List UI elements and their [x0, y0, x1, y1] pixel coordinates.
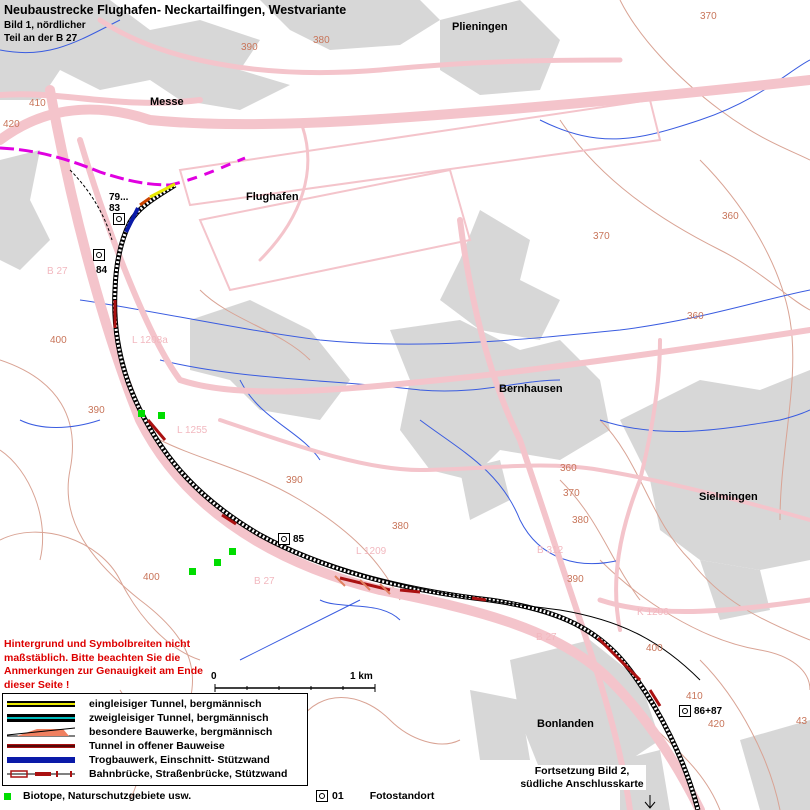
continuation-arrow	[644, 795, 656, 809]
special-structure-icon	[7, 727, 75, 736]
legend-label: Bahnbrücke, Straßenbrücke, Stützwand	[89, 767, 288, 780]
contour-label: 400	[646, 643, 663, 654]
legend-row: Tunnel in offener Bauweise	[7, 739, 225, 752]
biotope-legend-label: Biotope, Naturschutzgebiete usw.	[23, 790, 192, 802]
cut-and-cover-tunnel-icon	[7, 743, 75, 748]
biotope-marker	[138, 410, 145, 417]
legend-row: eingleisiger Tunnel, bergmännisch	[7, 697, 262, 710]
contour-label: 360	[722, 211, 739, 222]
place-flughafen: Flughafen	[246, 191, 299, 203]
biotope-marker	[229, 548, 236, 555]
photo-legend: 01 Fotostandort	[316, 790, 434, 802]
contour-label: 420	[708, 719, 725, 730]
biotope-marker	[214, 559, 221, 566]
contour-label: 370	[563, 488, 580, 499]
trough-structure-icon	[7, 756, 75, 763]
scale-bar-graphic	[214, 684, 376, 692]
legend-row: Bahnbrücke, Straßenbrücke, Stützwand	[7, 767, 287, 780]
contour-label: 370	[700, 11, 717, 22]
road-label: B 27	[254, 576, 275, 587]
photo-point-86-87[interactable]: 86+87	[679, 705, 722, 717]
contour-label: 380	[392, 521, 409, 532]
contour-label: 370	[593, 231, 610, 242]
double-track-tunnel-icon	[7, 713, 75, 722]
photo-point-79-83[interactable]	[113, 213, 125, 225]
camera-icon	[113, 213, 125, 225]
new-line	[69, 169, 701, 810]
contour-label: 390	[567, 574, 584, 585]
contour-label: 390	[88, 405, 105, 416]
place-sielmingen: Sielmingen	[699, 491, 758, 503]
legend-label: zweigleisiger Tunnel, bergmännisch	[89, 711, 269, 724]
road-label: L 1255	[177, 425, 208, 436]
bridge-icon	[7, 769, 75, 778]
contour-label: 360	[560, 463, 577, 474]
place-bernhausen: Bernhausen	[499, 383, 563, 395]
photo-point-label: 86+87	[694, 705, 723, 717]
camera-icon	[316, 790, 328, 802]
biotope-marker	[189, 568, 196, 575]
road-label: L 1208a	[132, 335, 168, 346]
subtitle-line-1: Bild 1, nördlicher	[4, 20, 86, 31]
contour-label: 410	[29, 98, 46, 109]
road-label: B 312	[537, 545, 564, 556]
place-plieningen: Plieningen	[452, 21, 508, 33]
map-title: Neubaustrecke Flughafen- Neckartailfinge…	[4, 3, 347, 17]
contour-label: 420	[3, 119, 20, 130]
biotope-legend: Biotope, Naturschutzgebiete usw.	[4, 790, 191, 802]
contour-label: 360	[687, 311, 704, 322]
road-label: L 1209	[356, 546, 387, 557]
contour-label: 400	[50, 335, 67, 346]
camera-icon	[679, 705, 691, 717]
contour-label: 390	[241, 42, 258, 53]
single-track-tunnel-icon	[7, 700, 75, 707]
photo-point-label: 85	[293, 533, 305, 545]
accuracy-note: Hintergrund und Symbolbreiten nicht maßs…	[4, 638, 203, 691]
legend-label: besondere Bauwerke, bergmännisch	[89, 725, 273, 738]
legend-label: Trogbauwerk, Einschnitt- Stützwand	[89, 753, 270, 766]
roads	[0, 17, 810, 810]
photo-legend-code: 01	[332, 790, 344, 802]
legend-label: Tunnel in offener Bauweise	[89, 739, 225, 752]
camera-icon	[278, 533, 290, 545]
road-label: K 1206	[637, 607, 669, 618]
photo-point-84[interactable]	[93, 249, 105, 261]
contour-label: 410	[686, 691, 703, 702]
road-label: B 27	[47, 266, 68, 277]
continuation-note: Fortsetzung Bild 2, südliche Anschlusska…	[518, 765, 646, 791]
photo-point-label: 84	[96, 265, 108, 276]
scale-start-label: 0	[211, 671, 217, 682]
road-label: B 27	[536, 632, 557, 643]
camera-icon	[93, 249, 105, 261]
scale-end-label: 1 km	[350, 671, 373, 682]
place-bonlanden: Bonlanden	[537, 718, 594, 730]
photo-legend-label: Fotostandort	[369, 790, 435, 802]
legend-row: Trogbauwerk, Einschnitt- Stützwand	[7, 753, 270, 766]
contour-label: 380	[572, 515, 589, 526]
legend-row: zweigleisiger Tunnel, bergmännisch	[7, 711, 269, 724]
subtitle-line-2: Teil an der B 27	[4, 33, 78, 44]
legend-row: besondere Bauwerke, bergmännisch	[7, 725, 272, 738]
biotope-marker	[158, 412, 165, 419]
contour-label: 400	[143, 572, 160, 583]
biotope-icon	[4, 792, 11, 800]
contour-label: 43	[796, 716, 808, 727]
photo-point-85[interactable]: 85	[278, 533, 304, 545]
contour-label: 380	[313, 35, 330, 46]
legend: eingleisiger Tunnel, bergmännisch zweigl…	[2, 693, 308, 786]
photo-point-label: 79... 83	[109, 192, 129, 214]
existing-line	[0, 146, 246, 187]
place-messe: Messe	[150, 96, 184, 108]
contour-label: 390	[286, 475, 303, 486]
legend-label: eingleisiger Tunnel, bergmännisch	[89, 697, 262, 710]
